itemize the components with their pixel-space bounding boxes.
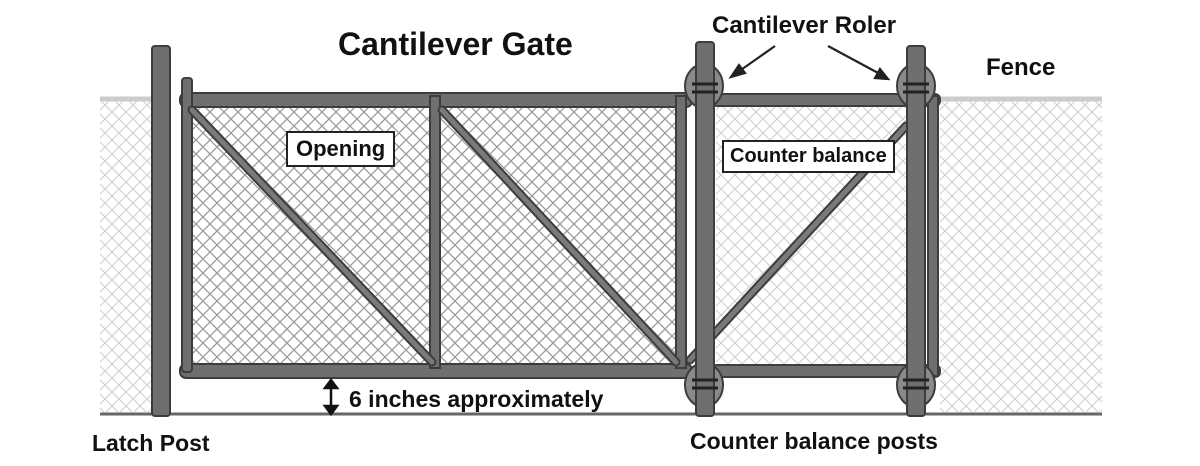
- cantilever-roller-label: Cantilever Roler: [712, 12, 897, 39]
- roller-leader-arrows: [728, 45, 891, 81]
- counter-balance-post-2: [906, 45, 926, 417]
- latch-post: [151, 45, 171, 417]
- gate-left-upright: [181, 77, 193, 373]
- gate-right-upright: [675, 95, 687, 369]
- gate-middle-upright: [429, 95, 441, 369]
- diagram-title: Cantilever Gate: [338, 26, 573, 62]
- clearance-label: 6 inches approximately: [349, 386, 604, 412]
- opening-label: Opening: [286, 131, 396, 167]
- fence-label: Fence: [986, 54, 1056, 81]
- counter-balance-end-upright: [927, 95, 939, 377]
- fence-mesh-left: [100, 100, 156, 412]
- roller-clamp-bands: [692, 82, 929, 390]
- latch-post-label: Latch Post: [92, 430, 210, 456]
- fence-mesh-right: [940, 100, 1102, 412]
- counter-balance-posts-label: Counter balance posts: [690, 428, 938, 454]
- gate-brace-right-fill: [439, 107, 679, 365]
- clearance-dimension-arrow: [322, 377, 340, 417]
- counter-balance-label: Counter balance: [722, 140, 895, 173]
- counter-balance-post-1: [695, 41, 715, 417]
- gate-brace-left-fill: [189, 107, 435, 365]
